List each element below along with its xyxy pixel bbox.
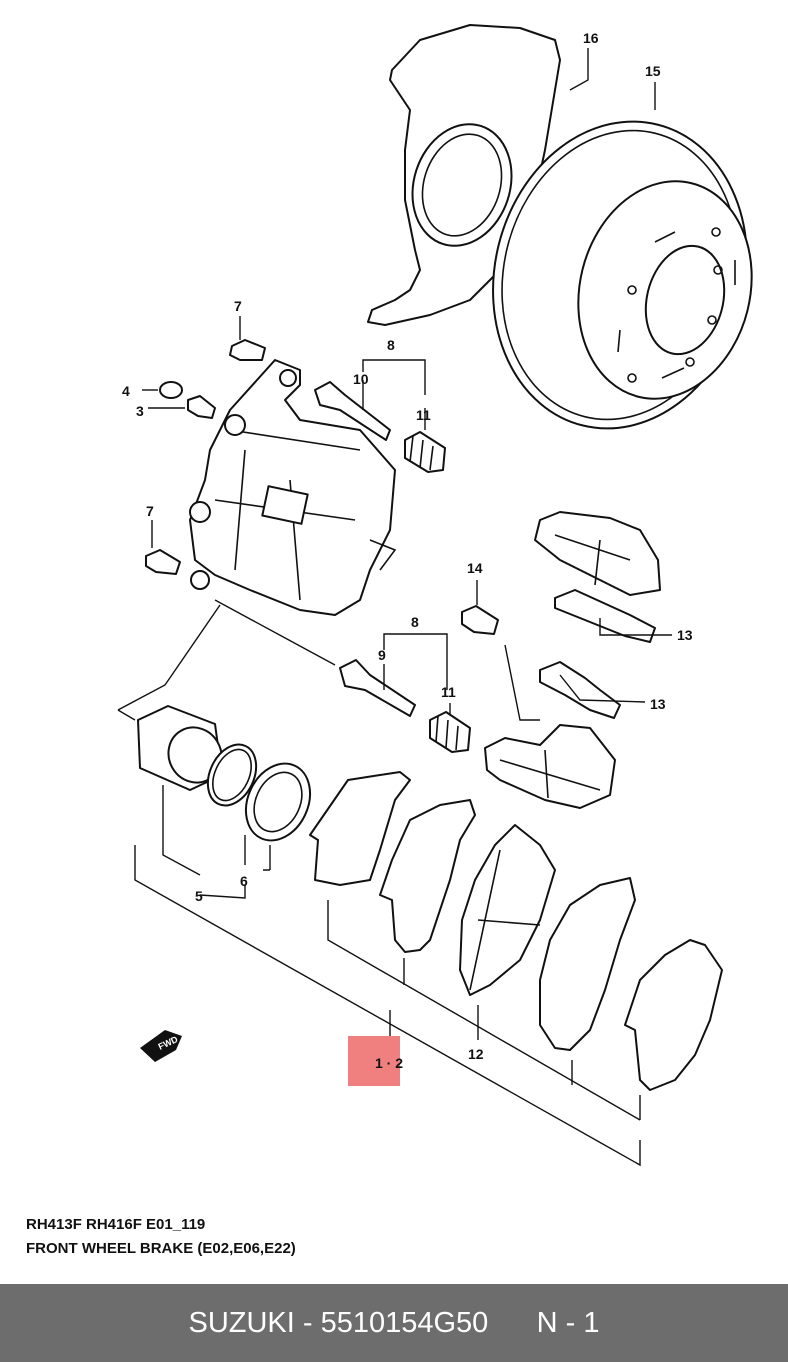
callout-5: 5 [195,888,203,904]
brake-pad-shim-inner [539,877,636,1051]
bolt-14 [461,605,499,635]
callout-15: 15 [645,63,661,79]
highlight-box [348,1036,400,1086]
pad-clip-13-upper [554,589,656,643]
callout-3: 3 [136,403,144,419]
pin-boot-11-lower [429,711,471,753]
footer-quantity: N - 1 [536,1306,600,1339]
leader-lines [117,48,672,1167]
piston-5 [137,705,223,791]
callout-1-2: 1 · 2 [375,1055,403,1071]
callout-10: 10 [353,371,369,387]
cap-4 [159,381,183,399]
callout-4: 4 [122,383,130,399]
guide-pin-10 [314,381,391,441]
pad-clip-13-lower [539,661,621,719]
caption-line-2: FRONT WHEEL BRAKE (E02,E06,E22) [26,1240,296,1257]
callout-7-lower: 7 [146,503,154,519]
caliper-carrier-lower [484,724,616,809]
brake-disc [492,120,753,430]
callout-7-upper: 7 [234,298,242,314]
callout-13-lower: 13 [650,696,666,712]
callout-6: 6 [240,873,248,889]
callout-14: 14 [467,560,483,576]
bolt-7-upper [229,339,266,361]
brake-pad-backing [624,939,723,1091]
caliper-carrier-upper [534,511,661,596]
callout-13-upper: 13 [677,627,693,643]
piston-boot [244,762,312,842]
brake-pad-plate [379,799,476,953]
callout-11-lower: 11 [441,684,456,700]
callout-16: 16 [583,30,599,46]
callout-9: 9 [378,647,386,663]
callout-11-upper: 11 [416,407,431,423]
forward-arrow-icon: FWD [140,1030,182,1062]
footer-bar: SUZUKI - 5510154G50 N - 1 [0,1284,788,1362]
caption-line-1: RH413F RH416F E01_119 [26,1216,206,1233]
guide-pin-9 [339,659,416,717]
bolt-7-lower [145,549,181,575]
exploded-parts-diagram: FWD 16 15 8 7 10 4 3 11 [117,24,753,1167]
piston-seal-6 [206,743,258,807]
brake-pad-12 [459,824,556,996]
footer-part-number: SUZUKI - 5510154G50 [188,1306,489,1339]
brake-pad-shim-outer [309,771,411,886]
bleeder-screw-3 [187,395,216,419]
callout-8-lower: 8 [411,614,419,630]
caliper-body [189,359,397,616]
pin-boot-11-upper [404,431,446,473]
callout-8-upper: 8 [387,337,395,353]
callout-12: 12 [468,1046,484,1062]
diagram-caption: RH413F RH416F E01_119 FRONT WHEEL BRAKE … [26,1213,296,1261]
